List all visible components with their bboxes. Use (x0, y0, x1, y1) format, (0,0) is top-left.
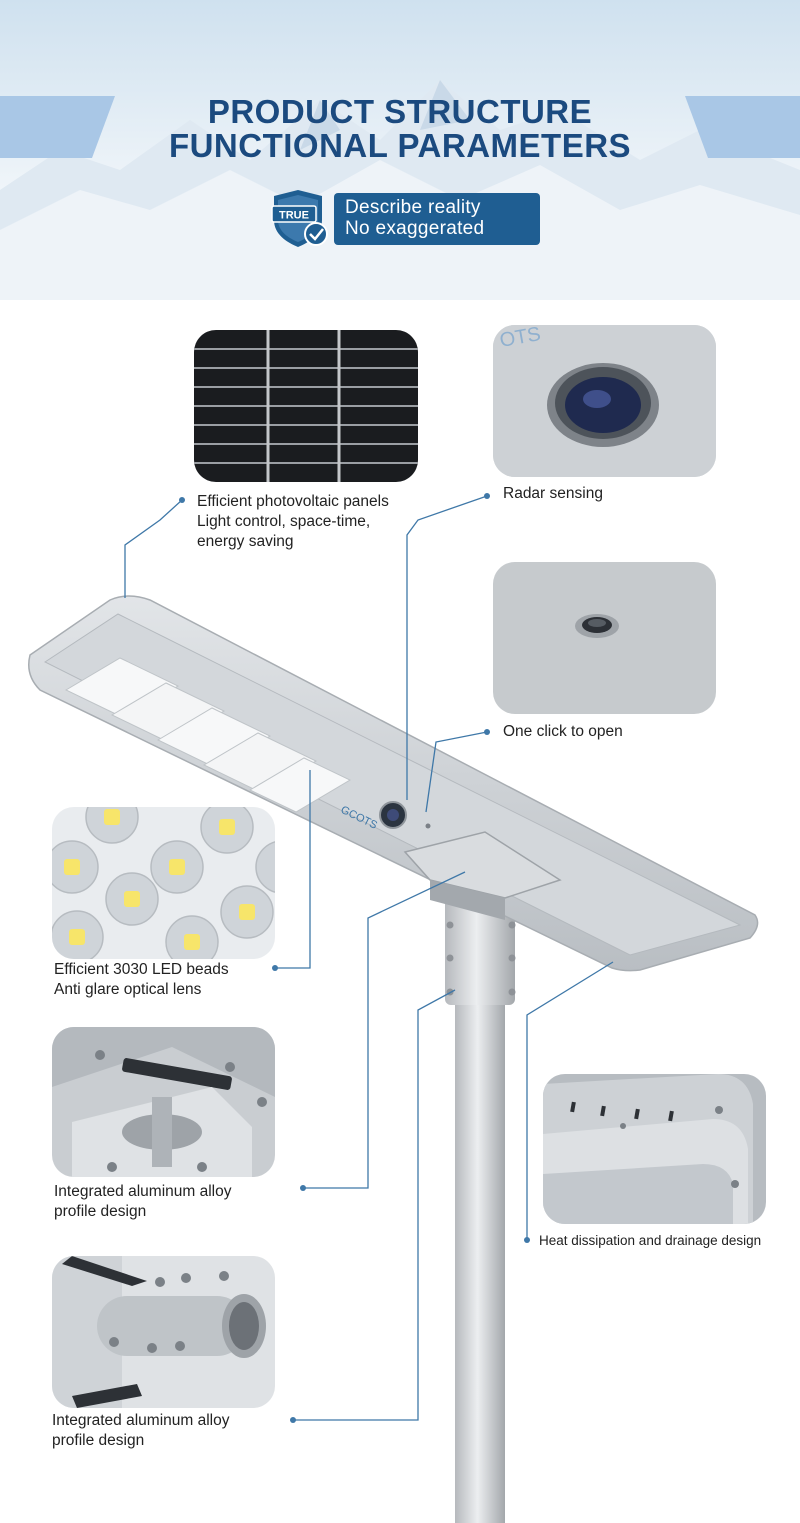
caption-led: Efficient 3030 LED beads Anti glare opti… (54, 960, 229, 1000)
caption-bracket-2: Integrated aluminum alloy profile design (52, 1411, 230, 1451)
badge-line-1: Describe reality (345, 197, 481, 218)
switch-button-photo (493, 562, 716, 714)
pole-clamp-photo (52, 1256, 275, 1408)
caption-line: One click to open (503, 723, 623, 740)
caption-line: Efficient 3030 LED beads (54, 961, 229, 978)
switch-dot (425, 823, 431, 829)
caption-line: Light control, space-time, (197, 513, 371, 530)
caption-line: profile design (52, 1432, 145, 1449)
mountain-backdrop (0, 80, 800, 300)
caption-line: Heat dissipation and drainage design (539, 1233, 762, 1248)
page-title-line2: FUNCTIONAL PARAMETERS (168, 127, 632, 164)
solar-panel-photo (194, 330, 418, 482)
ribbon-right (685, 96, 800, 158)
mount-bracket-photo (52, 1027, 275, 1177)
led-beads-photo (52, 807, 275, 959)
caption-line: Radar sensing (503, 485, 603, 502)
page-title-line1: PRODUCT STRUCTURE (207, 93, 593, 130)
caption-one-click: One click to open (503, 722, 623, 742)
caption-line: energy saving (197, 533, 294, 550)
caption-heat: Heat dissipation and drainage design (539, 1231, 761, 1251)
housing-corner-photo (543, 1074, 766, 1224)
hero-banner: PRODUCT STRUCTURE FUNCTIONAL PARAMETERS … (0, 0, 800, 300)
caption-line: Integrated aluminum alloy (54, 1183, 232, 1200)
caption-line: Integrated aluminum alloy (52, 1412, 230, 1429)
caption-line: Efficient photovoltaic panels (197, 493, 389, 510)
caption-line: Anti glare optical lens (54, 981, 202, 998)
caption-photovoltaic: Efficient photovoltaic panels Light cont… (197, 492, 389, 552)
reality-badge: Describe reality No exaggerated (334, 193, 540, 245)
caption-line: profile design (54, 1203, 147, 1220)
caption-radar: Radar sensing (503, 484, 603, 504)
badge-line-2: No exaggerated (345, 218, 485, 239)
true-shield-icon: TRUE (271, 190, 328, 247)
shield-label: TRUE (279, 210, 309, 222)
radar-sensor-photo: OTS (493, 325, 716, 477)
caption-bracket-1: Integrated aluminum alloy profile design (54, 1182, 232, 1222)
